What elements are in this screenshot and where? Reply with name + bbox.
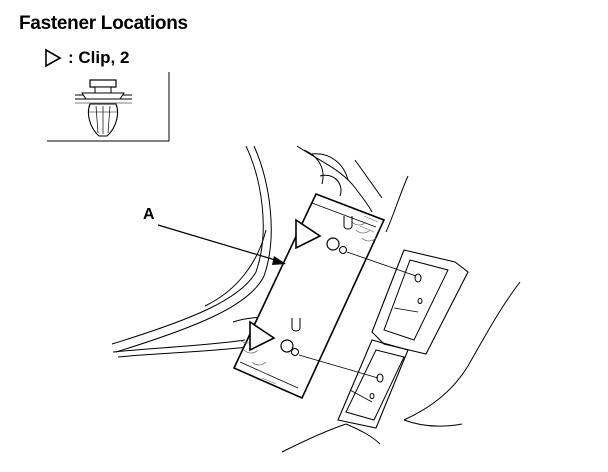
callout-a-leader: [157, 224, 286, 265]
body-structure: [111, 145, 521, 453]
clip-marker-upper: [295, 218, 322, 250]
clip-markers: [249, 218, 322, 352]
legend-clip-text: : Clip, 2: [68, 48, 130, 67]
legend-clip: : Clip, 2: [44, 48, 129, 68]
callout-label-a: A: [143, 206, 155, 223]
clip-detail-inset: [47, 72, 170, 142]
mounting-bracket: [337, 249, 469, 429]
diagram-title: Fastener Locations: [19, 13, 188, 34]
leader-lines: [298, 251, 417, 379]
clip-marker-lower: [249, 320, 276, 352]
panel-a: [232, 192, 386, 400]
clip-triangle-icon: [45, 48, 62, 68]
